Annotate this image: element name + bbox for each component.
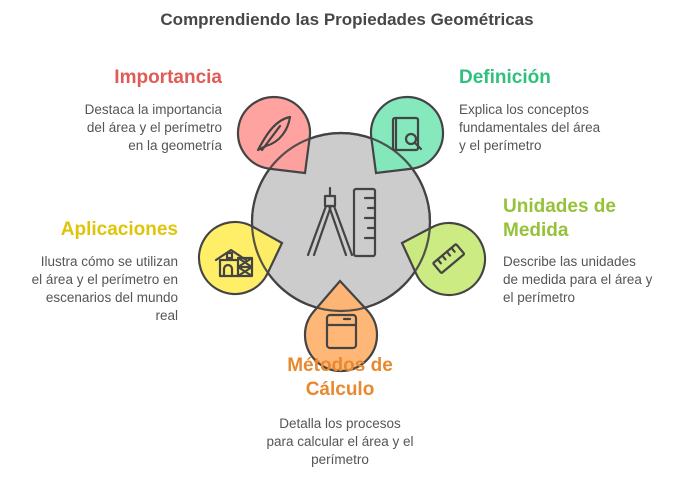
importancia-title: Importancia (22, 66, 222, 90)
unidades-title: Unidades de Medida (503, 195, 683, 243)
house-scaffold-icon (214, 248, 254, 278)
ruler-icon (432, 243, 466, 274)
calculator-icon (325, 313, 358, 350)
compass-ruler-icon (306, 186, 377, 258)
desc-line: para calcular el área y el (266, 434, 414, 449)
desc-line: el perímetro (503, 290, 576, 305)
desc-line: Detalla los procesos (279, 416, 401, 431)
title-line: Métodos de (287, 355, 393, 376)
desc-line: fundamentales del área (459, 120, 601, 135)
desc-line: en la geometría (128, 138, 222, 153)
desc-line: el área y el perímetro en (31, 272, 178, 287)
unidades-bubble (400, 221, 487, 297)
desc-line: perímetro (311, 452, 369, 467)
aplicaciones-desc: Ilustra cómo se utilizan el área y el pe… (0, 253, 178, 325)
desc-line: real (155, 308, 178, 323)
desc-line: Explica los conceptos (459, 102, 589, 117)
feather-icon (256, 115, 292, 152)
desc-line: del área y el perímetro (86, 120, 222, 135)
desc-line: escenarios del mundo (45, 290, 178, 305)
desc-line: Describe las unidades (503, 254, 636, 269)
definicion-desc: Explica los conceptos fundamentales del … (459, 101, 659, 155)
definicion-title: Definición (459, 66, 659, 90)
diagram-title: Comprendiendo las Propiedades Geométrica… (160, 10, 534, 29)
aplicaciones-title: Aplicaciones (0, 218, 178, 242)
title-line: Aplicaciones (60, 219, 178, 240)
title-line: Unidades de (503, 196, 616, 217)
desc-line: de medida para el área y (503, 272, 653, 287)
metodos-title: Métodos de Cálculo (240, 354, 440, 402)
importancia-desc: Destaca la importancia del área y el per… (22, 101, 222, 155)
unidades-desc: Describe las unidades de medida para el … (503, 253, 693, 307)
desc-line: y el perímetro (459, 138, 542, 153)
title-line: Definición (459, 67, 551, 88)
title-line: Importancia (114, 67, 222, 88)
title-line: Medida (503, 220, 569, 241)
book-search-icon (391, 116, 423, 152)
desc-line: Destaca la importancia (84, 102, 222, 117)
desc-line: Ilustra cómo se utilizan (40, 254, 178, 269)
metodos-desc: Detalla los procesos para calcular el ár… (220, 415, 460, 469)
title-line: Cálculo (305, 379, 375, 400)
